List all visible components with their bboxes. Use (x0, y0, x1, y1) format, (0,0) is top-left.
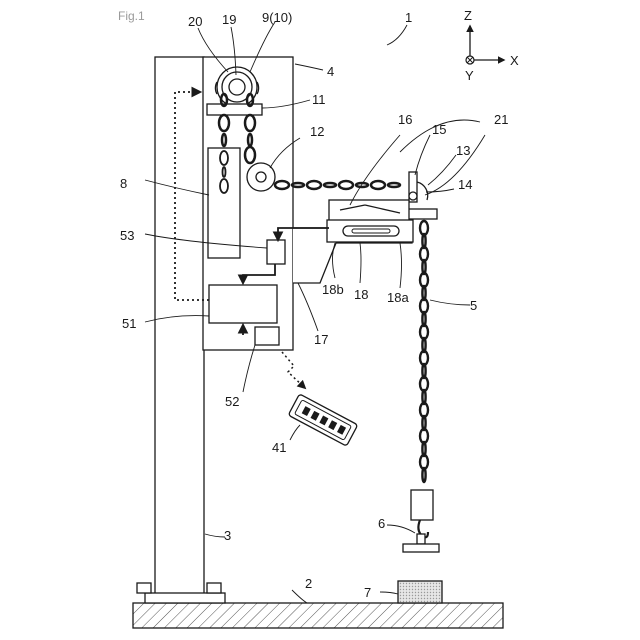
chain-horizontal (275, 181, 400, 189)
base-plate (133, 603, 503, 628)
label-16: 16 (398, 112, 412, 127)
bracket (207, 104, 262, 115)
label-8: 8 (120, 176, 127, 191)
label-11: 11 (312, 92, 326, 107)
label-18: 18 (354, 287, 368, 302)
figure-label: Fig.1 (118, 9, 145, 23)
label-7: 7 (364, 585, 371, 600)
label-18b: 18b (322, 282, 344, 297)
sensor-module (267, 240, 285, 264)
label-6: 6 (378, 516, 385, 531)
chain-vertical (420, 221, 428, 482)
control-unit (209, 285, 277, 323)
weight-block (398, 581, 442, 603)
axis-label-z: Z (464, 8, 472, 23)
label-4: 4 (327, 64, 334, 79)
transmitter (255, 327, 279, 345)
label-13: 13 (456, 143, 470, 158)
chain-storage-box (208, 148, 240, 258)
label-21: 21 (494, 112, 508, 127)
axis-label-x: X (510, 53, 519, 68)
label-41: 41 (272, 440, 286, 455)
chain-link (422, 468, 425, 482)
label-20: 20 (188, 14, 202, 29)
label-53: 53 (120, 228, 134, 243)
label-12: 12 (310, 124, 324, 139)
label-15: 15 (432, 122, 446, 137)
hook-assembly (403, 490, 439, 552)
label-9-10: 9(10) (262, 10, 292, 25)
label-2: 2 (305, 576, 312, 591)
load-cell (327, 220, 413, 242)
label-19: 19 (222, 12, 236, 27)
label-1: 1 (405, 10, 412, 25)
label-18a: 18a (387, 290, 409, 305)
label-17: 17 (314, 332, 328, 347)
coordinate-axes: Z X Y (464, 8, 519, 83)
label-52: 52 (225, 394, 239, 409)
label-3: 3 (224, 528, 231, 543)
trolley-mechanism (329, 172, 437, 222)
label-5: 5 (470, 298, 477, 313)
label-14: 14 (458, 177, 472, 192)
axis-label-y: Y (465, 68, 474, 83)
label-51: 51 (122, 316, 136, 331)
remote-controller (288, 394, 358, 446)
